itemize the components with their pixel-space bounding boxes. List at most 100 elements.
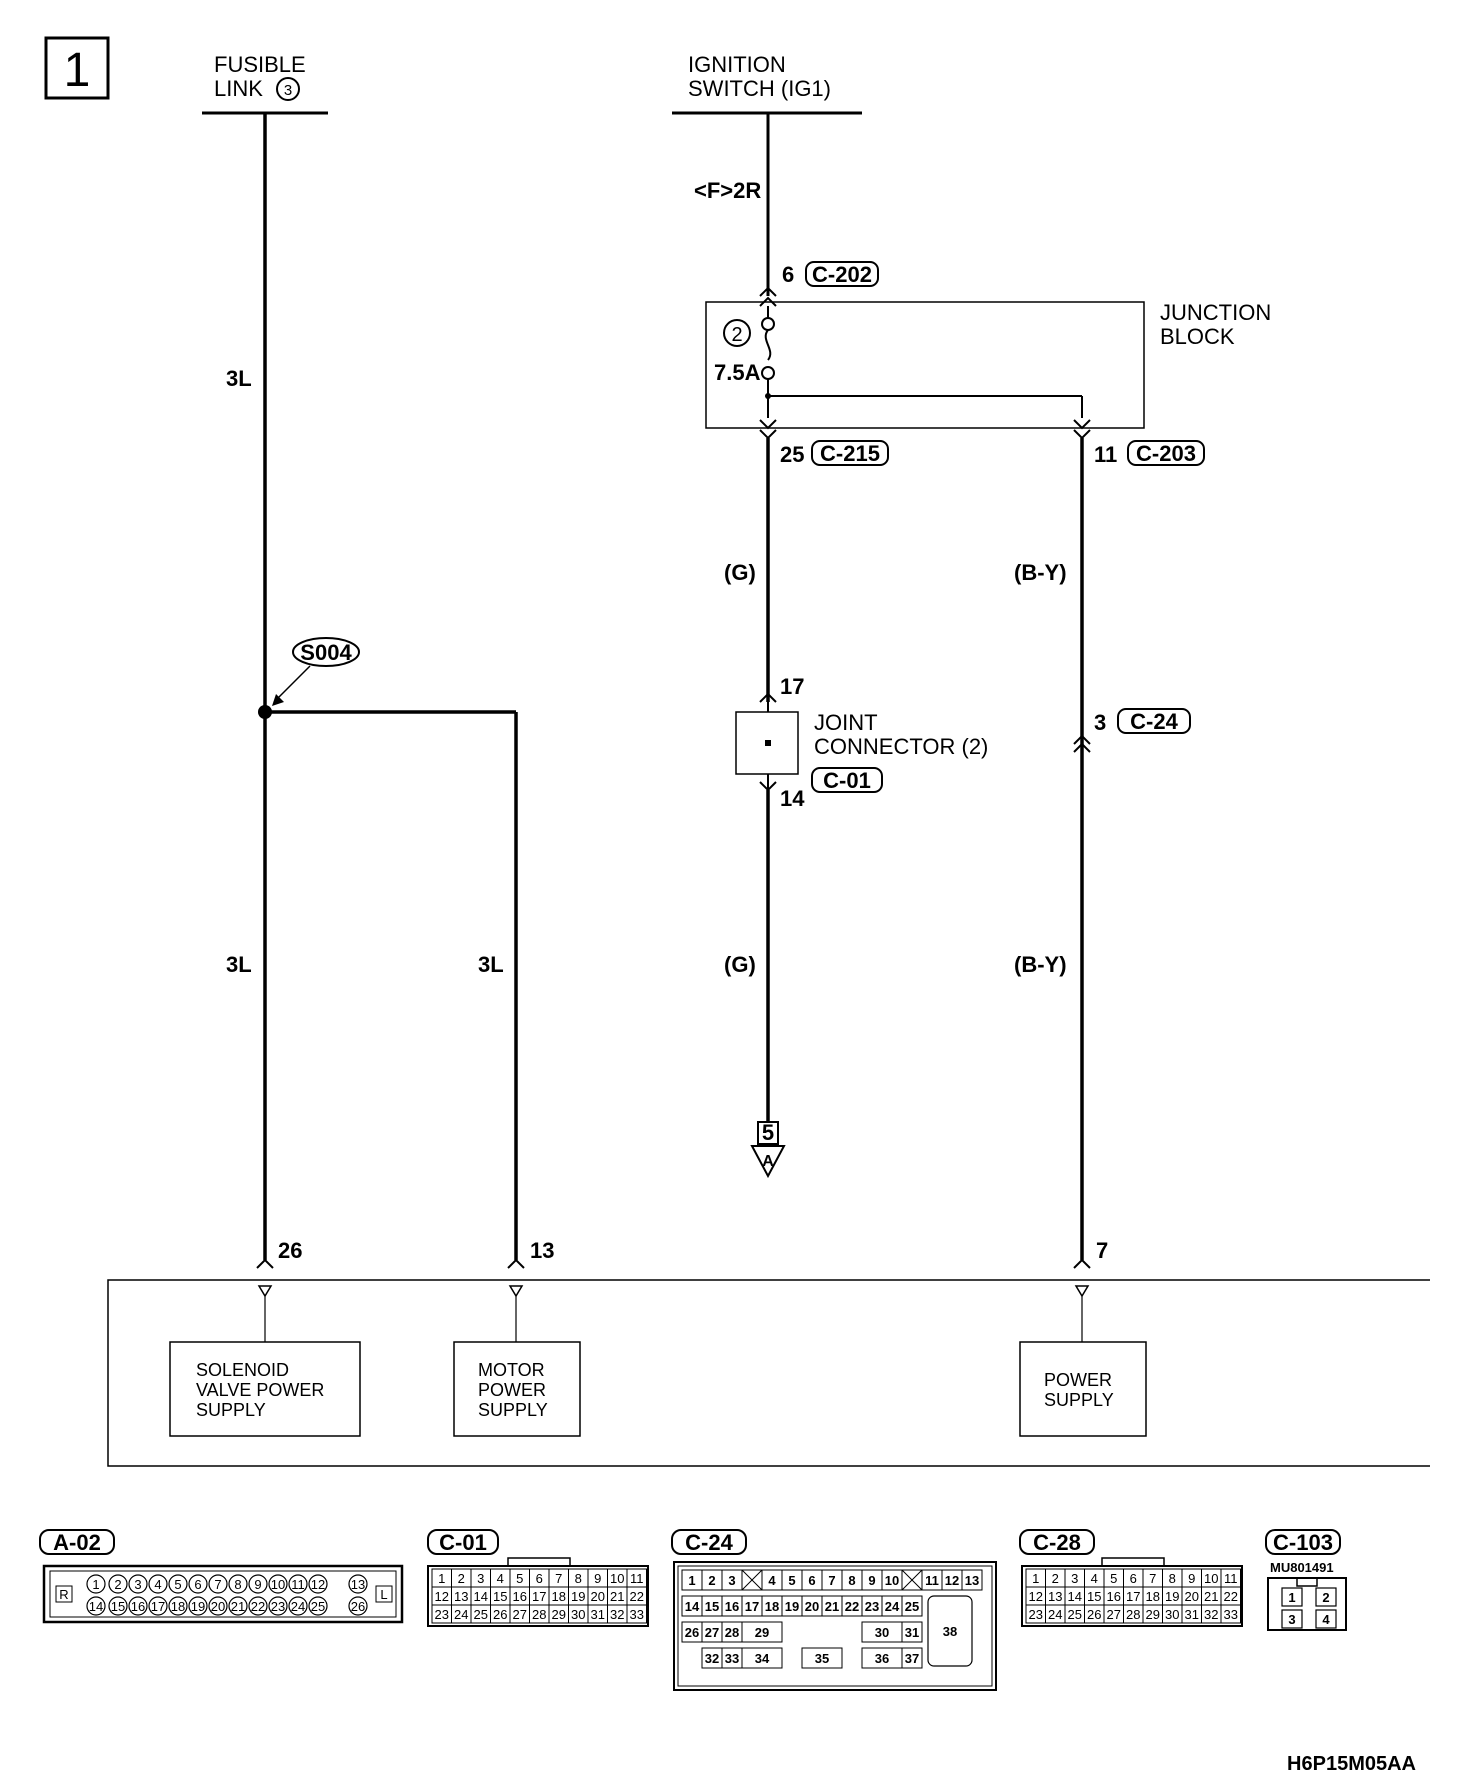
ignition-label-2: SWITCH (IG1): [688, 76, 831, 101]
a02-pin-label: 26: [351, 1599, 365, 1614]
conn-tag-c24-inline-box: [1117, 708, 1191, 734]
conn-tag-c203: C-203: [1136, 441, 1196, 466]
c01-pin-label: 23: [435, 1607, 449, 1622]
c24-pin-cell: [741, 1621, 783, 1643]
c24-pin-label: 23: [865, 1599, 879, 1614]
conn-tag-c215-box: [811, 440, 889, 466]
legend-tag-c24: C-24: [685, 1530, 733, 1555]
c24-pin-label: 10: [885, 1573, 899, 1588]
a02-inner: [49, 1570, 397, 1618]
c01-pin-label: 28: [532, 1607, 546, 1622]
c24-pin-label: 4: [768, 1573, 776, 1588]
c24-pin-cell: [741, 1647, 783, 1669]
solenoid-valve-box: [169, 1341, 361, 1437]
c28-pin-label: 14: [1068, 1589, 1082, 1604]
c01-pin-label: 3: [477, 1571, 484, 1586]
c01-pin-label: 11: [630, 1571, 644, 1586]
c24-pin-cell: [961, 1569, 983, 1591]
a02-pin: [128, 1574, 148, 1594]
c01-pin-label: 31: [591, 1607, 605, 1622]
figure-code: H6P15M05AA: [1287, 1753, 1416, 1775]
motor-power-label-3: SUPPLY: [478, 1400, 548, 1420]
c24-pin-label: 36: [875, 1651, 889, 1666]
a02-pin: [108, 1574, 128, 1594]
c24-pin-label: 6: [808, 1573, 815, 1588]
c24-pin-label: 35: [815, 1651, 829, 1666]
c01-pin-label: 15: [493, 1589, 507, 1604]
splice-pointer: [273, 665, 311, 703]
a02-pin: [228, 1596, 248, 1616]
a02-pin: [308, 1596, 328, 1616]
c24-pin-label: 16: [725, 1599, 739, 1614]
ecu-terminal-13: [508, 1285, 524, 1298]
a02-pin: [168, 1574, 188, 1594]
conn-mark-ecu-13: [507, 1258, 525, 1269]
c24-pin-cell: [901, 1595, 923, 1617]
c01-pin-label: 6: [536, 1571, 543, 1586]
c24-pin-label: 34: [755, 1651, 770, 1666]
a02-pin: [268, 1596, 288, 1616]
offpage-triangle: [750, 1145, 786, 1179]
a02-pin: [108, 1596, 128, 1616]
a02-pin-label: 23: [271, 1599, 285, 1614]
c01-outline: [427, 1565, 649, 1627]
a02-pin-label: 25: [311, 1599, 325, 1614]
c103-latch: [1296, 1577, 1318, 1587]
c28-pin-label: 9: [1188, 1571, 1195, 1586]
a02-pin: [168, 1596, 188, 1616]
page-number-box: [44, 36, 110, 100]
conn-tag-c202: C-202: [812, 262, 872, 287]
a02-pin-label: 16: [131, 1599, 145, 1614]
c24-pin-label: 12: [945, 1573, 959, 1588]
c28-pin-label: 13: [1048, 1589, 1062, 1604]
c28-pin-label: 6: [1130, 1571, 1137, 1586]
c24-pin-label: 18: [765, 1599, 779, 1614]
power-supply-label: POWER: [1044, 1370, 1112, 1390]
pin-c215: 25: [780, 442, 804, 467]
conn-mark-c202-b: [759, 296, 777, 307]
motor-power-box: [453, 1341, 581, 1437]
c28-pin-label: 5: [1110, 1571, 1117, 1586]
legend-tag-c103: C-103: [1273, 1530, 1333, 1555]
c28-outline: [1021, 1565, 1243, 1627]
a02-pin-label: 4: [154, 1577, 161, 1592]
c01-pin-label: 2: [458, 1571, 465, 1586]
a02-pin: [288, 1574, 308, 1594]
wire-label-left-bottom: 3L: [226, 952, 252, 977]
c28-pin-label: 17: [1126, 1589, 1140, 1604]
conn-mark-ecu-26: [256, 1258, 274, 1269]
legend-tag-c28: C-28: [1033, 1530, 1081, 1555]
conn-mark-ecu-7: [1073, 1258, 1091, 1269]
c24-pin-label: 33: [725, 1651, 739, 1666]
wire-label-by-lower: (B-Y): [1014, 952, 1067, 977]
a02-pin-label: 8: [234, 1577, 241, 1592]
c28-pin-label: 28: [1126, 1607, 1140, 1622]
fusible-link-label-2: LINK: [214, 76, 263, 101]
a02-outline: [42, 1564, 404, 1624]
c24-pin-label: 11: [925, 1573, 939, 1588]
pin-c24-inline: 3: [1094, 710, 1106, 735]
a02-pin-label: 22: [251, 1599, 265, 1614]
legend-tag-c103-box: [1265, 1529, 1341, 1555]
c28-pin-label: 16: [1107, 1589, 1121, 1604]
c24-pin-label: 37: [905, 1651, 919, 1666]
c01-pin-label: 4: [497, 1571, 504, 1586]
c24-pin-label: 19: [785, 1599, 799, 1614]
c24-pin-label: 27: [705, 1625, 719, 1640]
a02-pin-label: 18: [171, 1599, 185, 1614]
c01-pin-label: 25: [474, 1607, 488, 1622]
a02-pin-label: 6: [194, 1577, 201, 1592]
fuse-element: [764, 329, 772, 361]
c28-pin-label: 10: [1204, 1571, 1218, 1586]
a02-pin-label: 17: [151, 1599, 165, 1614]
c28-pin-label: 25: [1068, 1607, 1082, 1622]
pin-jc-in: 17: [780, 674, 804, 699]
c01-pin-label: 7: [555, 1571, 562, 1586]
ignition-label: IGNITION: [688, 52, 786, 77]
conn-mark-jc-in: [759, 692, 777, 703]
c28-pin-label: 22: [1224, 1589, 1238, 1604]
c28-pin-label: 26: [1087, 1607, 1101, 1622]
ecu-outline: [107, 1279, 1430, 1467]
